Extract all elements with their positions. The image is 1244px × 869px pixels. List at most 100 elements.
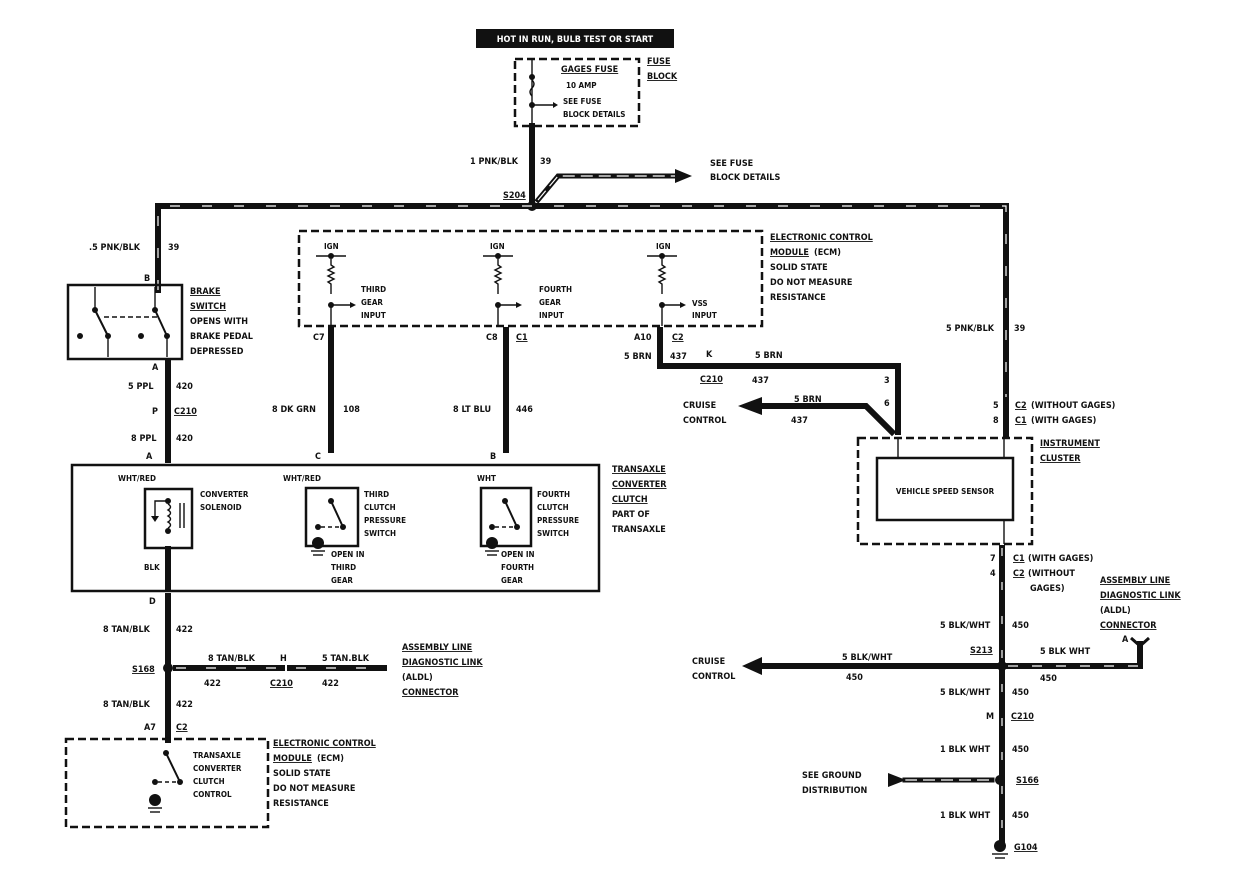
splice-label: S204: [503, 191, 526, 201]
input-label: INPUT: [361, 311, 386, 320]
fuse-note: SEE FUSE: [563, 97, 601, 106]
connector-note: (WITHOUT: [1028, 569, 1075, 579]
fuse-title: GAGES FUSE: [561, 65, 618, 75]
splice-s168: [163, 663, 173, 673]
ecm-top: ELECTRONIC CONTROL MODULE (ECM) SOLID ST…: [297, 229, 873, 328]
aldl-label: ASSEMBLY LINE: [1100, 576, 1170, 586]
component-desc: RESISTANCE: [770, 293, 826, 303]
fuse-block-label: BLOCK: [647, 72, 678, 82]
pin-label: 6: [884, 399, 890, 409]
destination-label: CONTROL: [683, 416, 726, 426]
connector-label: C210: [270, 679, 293, 689]
splice-label: S166: [1016, 776, 1039, 786]
wire-label: WHT/RED: [118, 474, 156, 483]
ecm-input-fourth: IGN FOURTH GEAR INPUT C8 C1: [483, 242, 572, 343]
component-title: CONVERTER: [200, 490, 249, 499]
circuit-label: 450: [1040, 674, 1057, 684]
pin-label: A: [1122, 635, 1129, 645]
circuit-label: 420: [176, 434, 193, 444]
wire-label: 5 PPL: [128, 382, 153, 392]
component-desc: GEAR: [331, 576, 353, 585]
component-title: SWITCH: [364, 529, 396, 538]
component-desc: TRANSAXLE: [612, 525, 666, 535]
note: SEE FUSE: [710, 159, 753, 169]
circuit-label: 422: [322, 679, 339, 689]
instrument-cluster: VEHICLE SPEED SENSOR INSTRUMENT CLUSTER: [856, 436, 1100, 546]
arrow-icon: [553, 102, 558, 108]
aldl-label: DIAGNOSTIC LINK: [402, 658, 483, 668]
circuit-label: 437: [752, 376, 769, 386]
component-desc: THIRD: [331, 563, 356, 572]
component-title: ELECTRONIC CONTROL: [770, 233, 873, 243]
component-title: CLUTCH: [612, 495, 648, 505]
splice-s213: [997, 661, 1007, 671]
pin-label: 4: [990, 569, 996, 579]
connector-label: C210: [1011, 712, 1034, 722]
connector-label: C210: [700, 375, 723, 385]
connector-label: C1: [1015, 416, 1027, 426]
pin-label: C: [315, 452, 321, 462]
circuit-label: 437: [791, 416, 808, 426]
component-desc: DO NOT MEASURE: [273, 784, 355, 794]
component-desc: GEAR: [501, 576, 523, 585]
connector-note: GAGES): [1030, 584, 1065, 594]
component-title: (ECM): [814, 248, 841, 258]
circuit-label: 108: [343, 405, 360, 415]
input-label: FOURTH: [539, 285, 572, 294]
arrow-icon: [675, 169, 692, 183]
pin-label: P: [152, 407, 158, 417]
input-label: INPUT: [539, 311, 564, 320]
pin-label: M: [986, 712, 994, 722]
circuit-label: 450: [1012, 621, 1029, 631]
splice-label: S213: [970, 646, 993, 656]
component-title: CONVERTER: [612, 480, 667, 490]
input-label: GEAR: [539, 298, 561, 307]
pin-label: 7: [990, 554, 996, 564]
wire-label: WHT/RED: [283, 474, 321, 483]
component-desc: OPEN IN: [331, 550, 365, 559]
circuit-label: 422: [176, 625, 193, 635]
wire-label: 8 LT BLU: [453, 405, 491, 415]
component-desc: CONVERTER: [193, 764, 242, 773]
input-label: INPUT: [692, 311, 717, 320]
component-title: INSTRUMENT: [1040, 439, 1100, 449]
component-title: CLUSTER: [1040, 454, 1081, 464]
ecm-input-vss: IGN VSS INPUT A10 C2: [634, 242, 717, 343]
wire-450-aldl: [1005, 641, 1143, 669]
aldl-label: CONNECTOR: [402, 688, 459, 698]
component-desc: DO NOT MEASURE: [770, 278, 852, 288]
input-label: THIRD: [361, 285, 386, 294]
pin-label: C7: [313, 333, 325, 343]
fuse-note: BLOCK DETAILS: [563, 110, 625, 119]
connector-note: (WITH GAGES): [1028, 554, 1093, 564]
wire-label: 5 BLK WHT: [1040, 647, 1091, 657]
input-label: GEAR: [361, 298, 383, 307]
pin-label: A: [146, 452, 153, 462]
power-banner: [476, 29, 674, 48]
pin-label: A10: [634, 333, 652, 343]
wire-437-cruise: [757, 403, 897, 437]
component-desc: SOLID STATE: [273, 769, 331, 779]
component-title: ELECTRONIC CONTROL: [273, 739, 376, 749]
pin-label: H: [280, 654, 287, 664]
connector-note: (WITH GAGES): [1031, 416, 1096, 426]
aldl-label: (ALDL): [402, 673, 433, 683]
pin-label: B: [144, 274, 150, 284]
circuit-label: 39: [540, 157, 552, 167]
circuit-label: 450: [1012, 811, 1029, 821]
fuse-icon: [529, 79, 535, 97]
component-desc: OPEN IN: [501, 550, 535, 559]
component-title: PRESSURE: [537, 516, 579, 525]
ign-label: IGN: [490, 242, 505, 251]
ecm-bottom: TRANSAXLE CONVERTER CLUTCH CONTROL ELECT…: [64, 737, 376, 829]
wire-label: 5 PNK/BLK: [946, 324, 995, 334]
aldl-label: CONNECTOR: [1100, 621, 1157, 631]
ign-label: IGN: [324, 242, 339, 251]
pin-label: 8: [993, 416, 999, 426]
wire-437: [657, 327, 901, 435]
circuit-label: 422: [176, 700, 193, 710]
component-title: SWITCH: [190, 302, 226, 312]
connector-label: C2: [672, 333, 684, 343]
fuse-block: GAGES FUSE 10 AMP SEE FUSE BLOCK DETAILS…: [513, 57, 678, 128]
